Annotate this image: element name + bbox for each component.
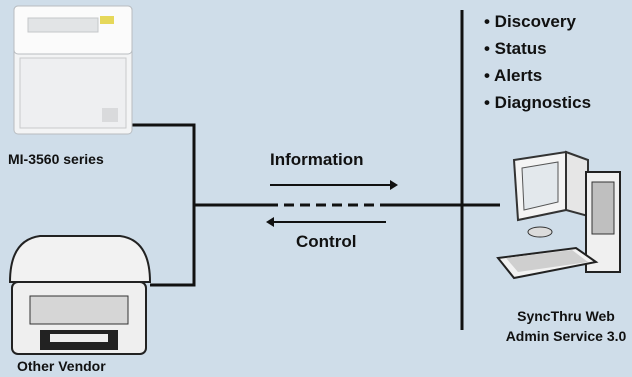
information-label: Information [270,150,364,169]
printer-label: MI-3560 series [8,151,104,167]
feature-status: • Status [484,39,547,58]
server-label-line2: Admin Service 3.0 [505,328,627,344]
server-label: SyncThru Web Admin Service 3.0 [500,306,632,346]
feature-list: • Discovery • Status • Alerts • Diagnost… [484,8,591,116]
control-label: Control [296,232,357,251]
multifunction-printer-icon [8,235,152,355]
laser-printer-icon [13,5,133,135]
vendor-label: Other Vendor [17,358,106,374]
feature-alerts: • Alerts [484,66,543,85]
information-arrowhead [390,180,398,190]
server-label-line1: SyncThru Web [517,308,615,324]
feature-diagnostics: • Diagnostics [484,93,592,112]
computer-icon [496,150,621,280]
feature-discovery: • Discovery [484,12,576,31]
control-arrowhead [266,217,274,227]
